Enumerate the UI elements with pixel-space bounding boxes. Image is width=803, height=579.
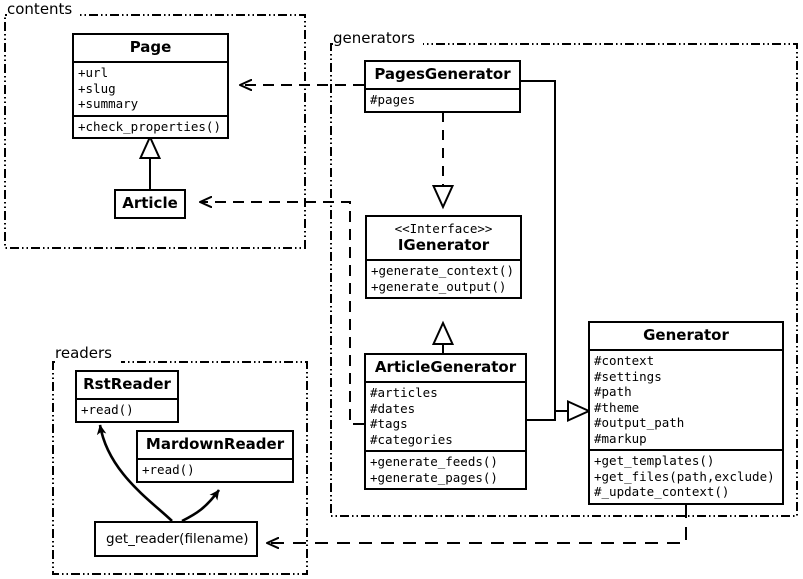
attribute-row: +url	[78, 65, 109, 80]
package-label-generators: generators	[333, 29, 415, 47]
operation-row: +read()	[142, 462, 195, 477]
attribute-row: #context	[594, 353, 655, 368]
stereotype-label: <<Interface>>	[394, 221, 493, 236]
operations-compartment-mardownreader: +read()	[138, 458, 292, 481]
operations-compartment-generator: +get_templates() +get_files(path,exclude…	[590, 449, 782, 503]
class-box-articlegenerator[interactable]: ArticleGenerator #articles #dates #tags …	[364, 353, 527, 490]
attribute-row: #articles	[370, 385, 438, 400]
operation-row: +generate_context()	[371, 263, 514, 278]
function-name-get-reader: get_reader(filename)	[106, 531, 249, 547]
attribute-row: #output_path	[594, 415, 685, 430]
class-box-igenerator[interactable]: <<Interface>> IGenerator +generate_conte…	[365, 215, 522, 299]
class-name-rstreader: RstReader	[83, 375, 171, 393]
class-name-generator: Generator	[643, 326, 729, 344]
relationship-articlegenerator-realizes-igenerator	[431, 320, 455, 353]
attribute-row: +slug	[78, 80, 116, 96]
attributes-compartment-generator: #context #settings #path #theme #output_…	[590, 349, 782, 449]
package-label-readers: readers	[55, 344, 112, 362]
relationship-article-extends-page	[138, 134, 162, 189]
operations-compartment-page: +check_properties()	[74, 114, 227, 138]
attribute-row: #dates	[370, 400, 416, 416]
attributes-compartment-page: +url +slug +summary	[74, 61, 227, 115]
operation-row: +get_files(path,exclude)	[594, 468, 775, 484]
class-name-page: Page	[129, 38, 172, 56]
operation-row: +read()	[81, 402, 134, 417]
operation-row: +generate_output()	[371, 278, 507, 294]
attribute-row: #tags	[370, 416, 408, 431]
operation-row: +get_templates()	[594, 453, 715, 468]
class-box-article[interactable]: Article	[114, 189, 186, 219]
operation-row: +check_properties()	[78, 118, 221, 134]
attribute-row: #settings	[594, 368, 662, 384]
attributes-compartment-pagesgenerator: #pages	[366, 88, 519, 111]
class-box-rstreader[interactable]: RstReader +read()	[75, 370, 179, 423]
class-name-text: IGenerator	[397, 236, 490, 254]
operation-row: +generate_feeds()	[370, 454, 498, 469]
operations-compartment-articlegenerator: +generate_feeds() +generate_pages()	[366, 450, 525, 488]
relationship-getreader-creates-mardownreader	[181, 489, 221, 523]
function-box-get-reader[interactable]: get_reader(filename)	[94, 521, 258, 557]
attribute-row: #pages	[370, 92, 416, 107]
attribute-row: #markup	[594, 430, 647, 446]
relationship-articlegenerator-extends-generator	[527, 399, 592, 423]
class-box-generator[interactable]: Generator #context #settings #path #them…	[588, 321, 784, 505]
attribute-row: #theme	[594, 399, 640, 415]
class-name-igenerator: <<Interface>> IGenerator	[367, 217, 520, 259]
attributes-compartment-articlegenerator: #articles #dates #tags #categories	[366, 381, 525, 450]
class-name-articlegenerator: ArticleGenerator	[374, 358, 517, 376]
relationship-pagesgenerator-extends-generator	[521, 80, 570, 412]
relationship-pagesgenerator-realizes-igenerator	[431, 112, 455, 210]
operation-row: #_update_context()	[594, 484, 730, 499]
operation-row: +generate_pages()	[370, 469, 498, 485]
class-box-page[interactable]: Page +url +slug +summary +check_properti…	[72, 33, 229, 139]
operations-compartment-igenerator: +generate_context() +generate_output()	[367, 259, 520, 297]
class-box-mardownreader[interactable]: MardownReader +read()	[136, 430, 294, 483]
class-name-mardownreader: MardownReader	[145, 435, 285, 453]
class-box-pagesgenerator[interactable]: PagesGenerator #pages	[364, 60, 521, 113]
class-name-article: Article	[122, 194, 178, 212]
class-name-pagesgenerator: PagesGenerator	[374, 65, 511, 83]
attribute-row: #categories	[370, 431, 453, 447]
relationship-articlegenerator-uses-article	[200, 202, 364, 425]
relationship-generator-uses-getreader	[267, 505, 687, 543]
attribute-row: +summary	[78, 96, 139, 111]
operations-compartment-rstreader: +read()	[77, 398, 177, 421]
attribute-row: #path	[594, 384, 632, 399]
package-label-contents: contents	[7, 0, 73, 18]
